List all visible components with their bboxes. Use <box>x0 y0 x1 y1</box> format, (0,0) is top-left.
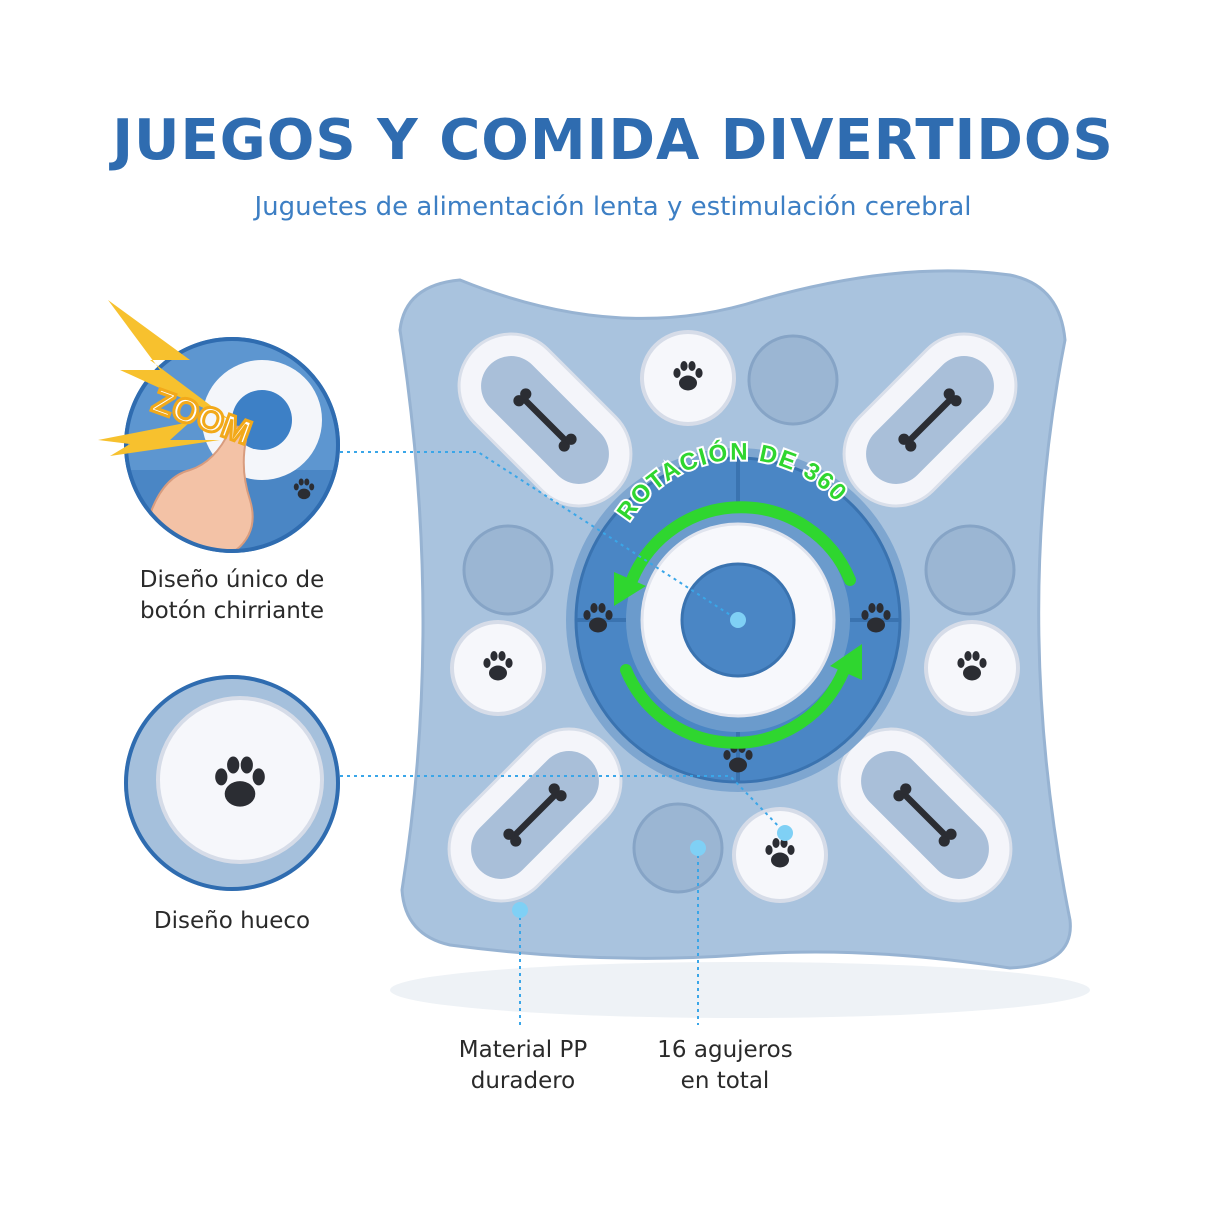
caption-line: Diseño hueco <box>153 908 311 934</box>
page-subtitle: Juguetes de alimentación lenta y estimul… <box>254 192 972 222</box>
caption-line: 16 agujeros <box>657 1037 793 1063</box>
bone-slider-bottom-right <box>837 727 1013 903</box>
bone-slider-top-right <box>842 332 1018 508</box>
lightning-icon <box>98 300 230 456</box>
caption-line: en total <box>680 1068 770 1094</box>
hollow-design-detail <box>124 675 340 891</box>
caption-squeaky-button: Diseño único de botón chirriante <box>112 565 352 627</box>
bone-slider-bottom-left <box>447 727 623 903</box>
leader-dots <box>512 612 793 918</box>
bone-slider-top-left <box>457 332 633 508</box>
caption-holes: 16 agujeros en total <box>630 1035 820 1097</box>
page-title: JUEGOS Y COMIDA DIVERTIDOS <box>112 108 1114 173</box>
empty-holes <box>462 334 1016 894</box>
caption-line: botón chirriante <box>140 598 324 624</box>
leader-lines <box>340 451 786 1025</box>
rotate-arrows-icon <box>620 501 856 749</box>
caption-line: Material PP <box>458 1037 588 1063</box>
pointing-hand-icon <box>138 425 254 550</box>
caption-material: Material PP duradero <box>430 1035 616 1097</box>
paw-lids <box>450 330 1020 903</box>
caption-hollow-design: Diseño hueco <box>112 906 352 937</box>
caption-line: Diseño único de <box>139 567 325 593</box>
caption-line: duradero <box>470 1068 576 1094</box>
